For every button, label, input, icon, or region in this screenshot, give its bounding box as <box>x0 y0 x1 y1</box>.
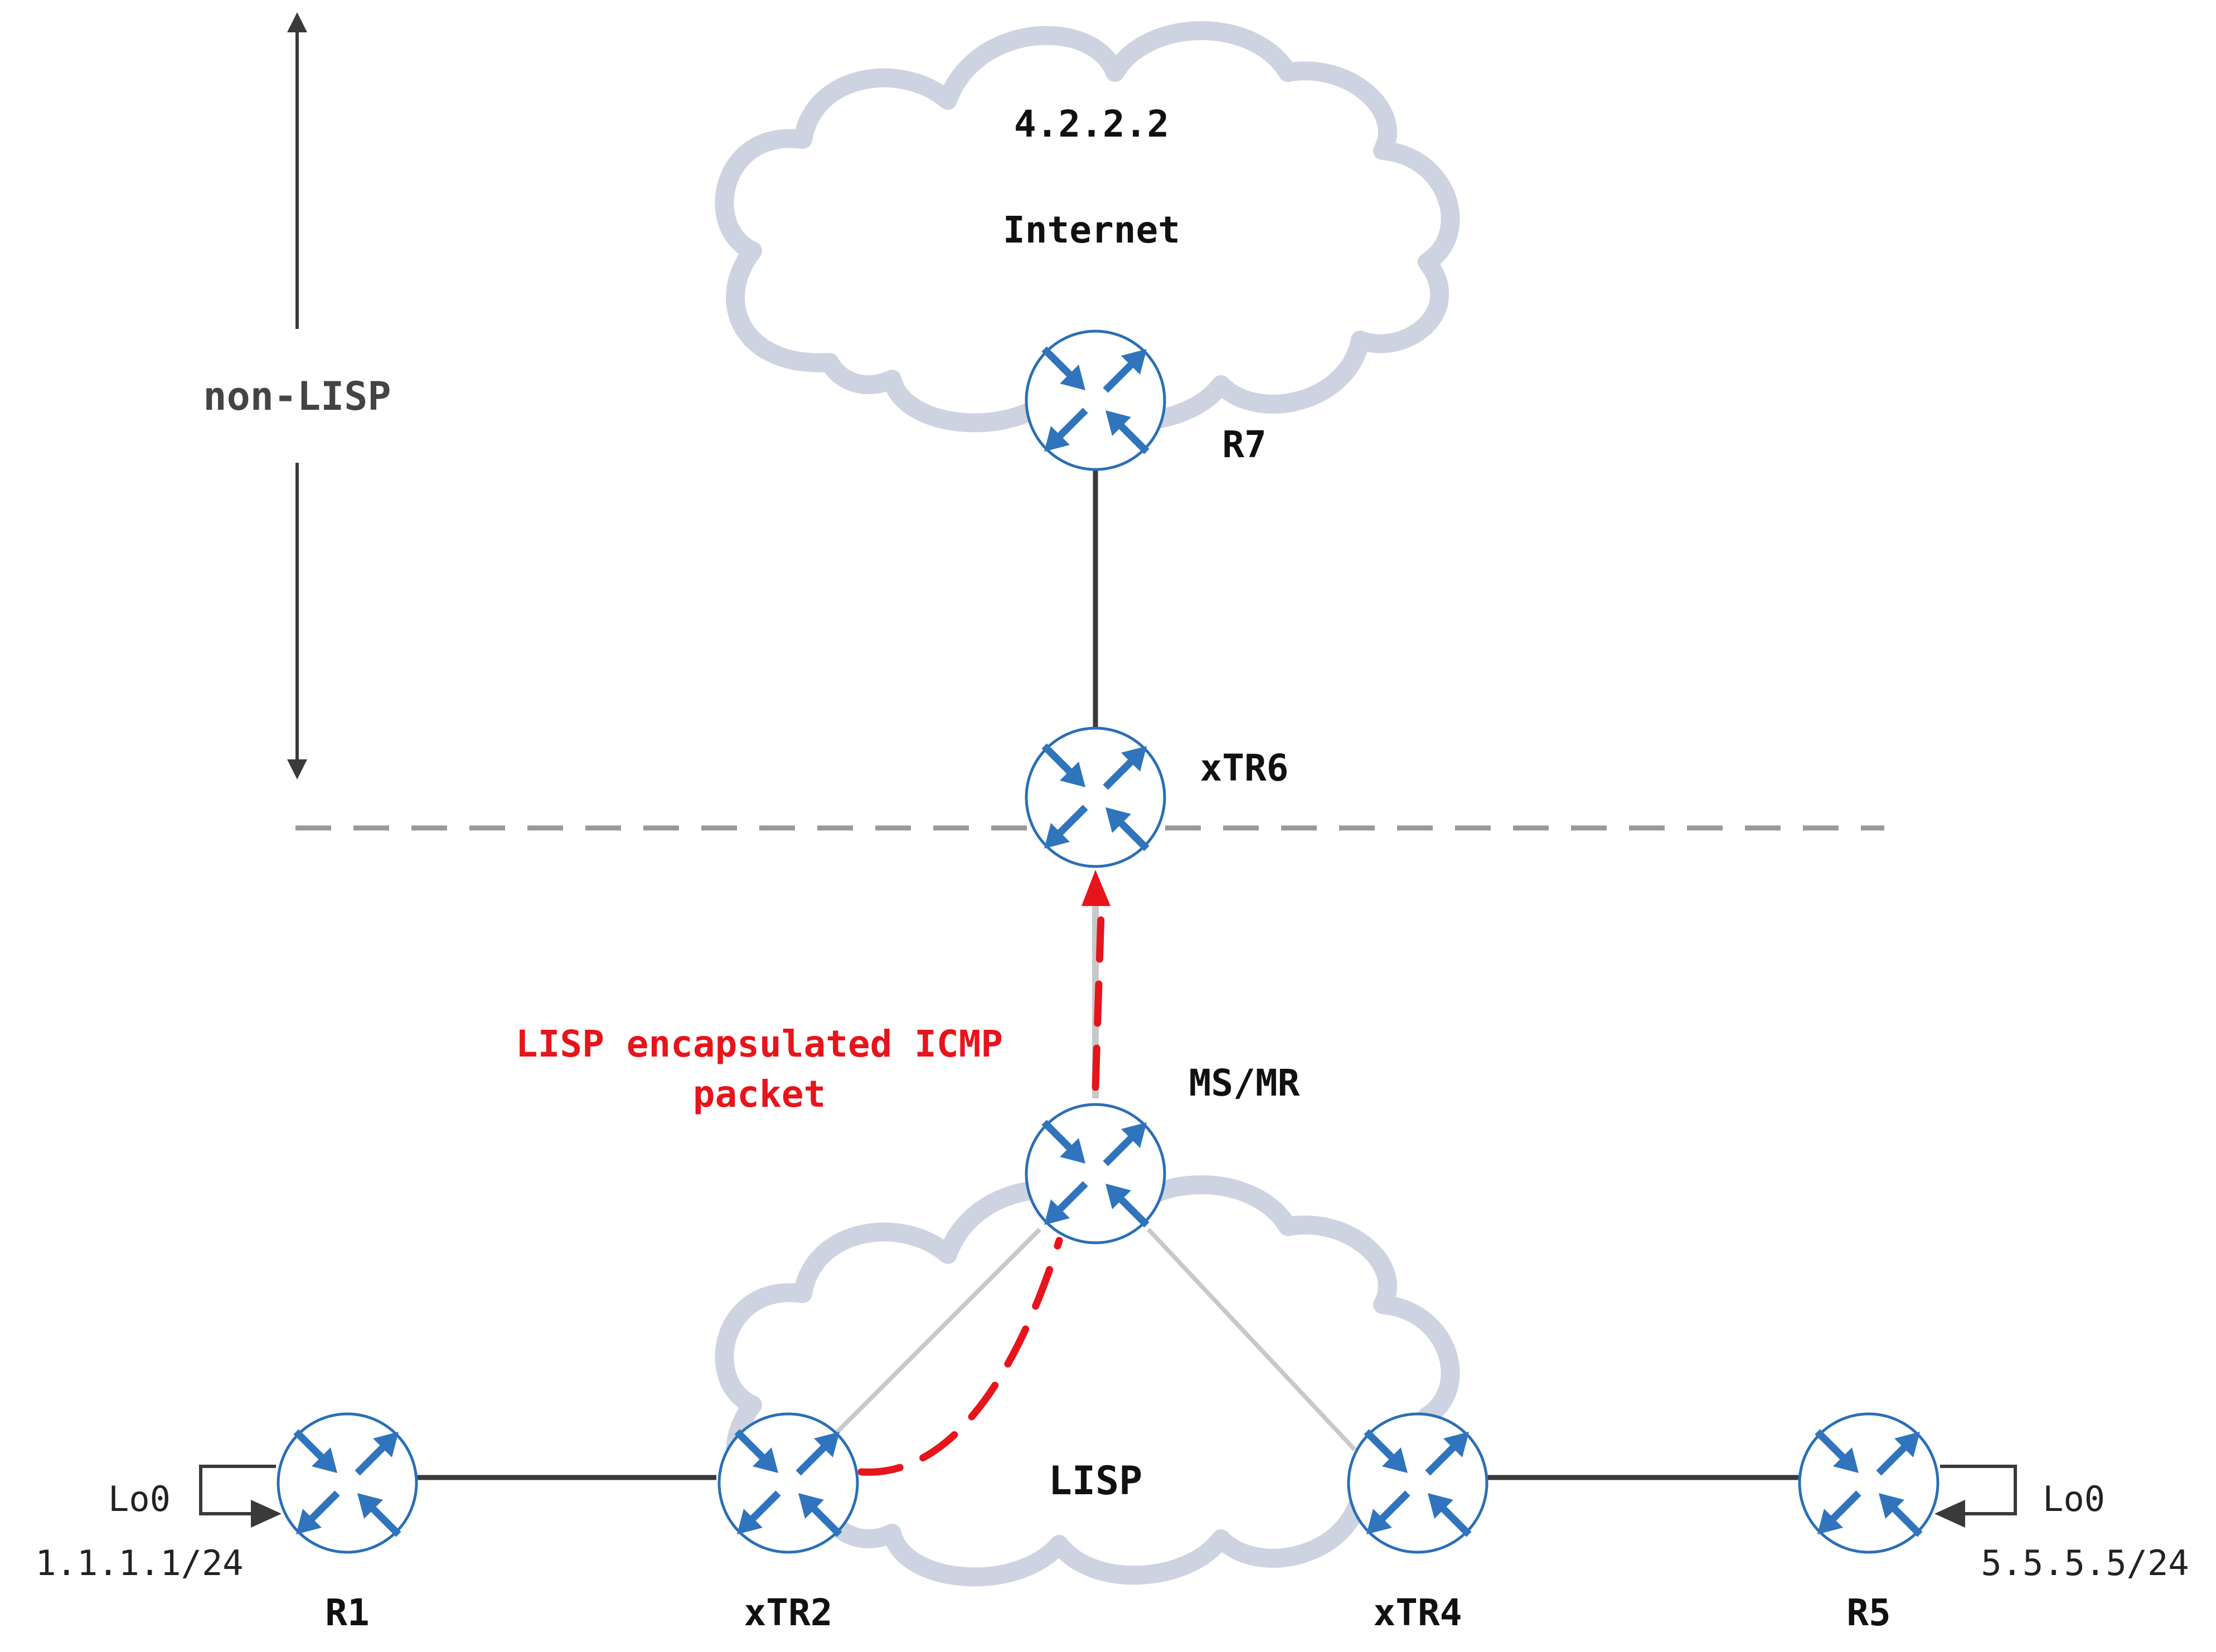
router-r1-label: R1 <box>325 1591 369 1634</box>
router-r5-label: R5 <box>1846 1591 1890 1634</box>
loopback-arrowhead-icon <box>1934 1500 1965 1528</box>
internet-ip-label: 4.2.2.2 <box>1014 103 1169 146</box>
r1-loopback: Lo0 1.1.1.1/24 <box>35 1465 282 1583</box>
router-r1[interactable] <box>277 1412 418 1554</box>
loopback-arrow-icon <box>1940 1465 2017 1515</box>
loopback-arrowhead-icon <box>251 1500 282 1528</box>
r1-loopback-name: Lo0 <box>108 1479 171 1519</box>
lisp-cloud: LISP <box>715 1175 1460 1587</box>
router-xtr4-label: xTR4 <box>1374 1591 1462 1634</box>
router-xtr6-label: xTR6 <box>1200 747 1289 789</box>
router-xtr2-label: xTR2 <box>744 1591 833 1634</box>
router-xtr4[interactable] <box>1347 1412 1488 1554</box>
packet-annotation-line1: LISP encapsulated ICMP <box>516 1023 1003 1065</box>
router-msmr-label: MS/MR <box>1189 1062 1300 1104</box>
router-r7-label: R7 <box>1222 423 1266 466</box>
router-xtr2[interactable] <box>717 1412 859 1554</box>
router-msmr[interactable] <box>1025 1103 1166 1244</box>
non-lisp-label: non-LISP <box>203 374 391 419</box>
internet-cloud-label: Internet <box>1003 209 1180 251</box>
link-msmr-xtr4 <box>1147 1228 1356 1451</box>
r5-loopback-name: Lo0 <box>2043 1479 2105 1519</box>
packet-path-lower <box>857 1237 1063 1476</box>
r1-loopback-address: 1.1.1.1/24 <box>35 1543 243 1583</box>
router-r5[interactable] <box>1798 1412 1939 1554</box>
non-lisp-zone-indicator: non-LISP <box>203 12 391 779</box>
packet-arrowhead-icon <box>1082 870 1111 906</box>
link-msmr-xtr2 <box>835 1228 1041 1435</box>
packet-path <box>857 870 1111 1476</box>
router-xtr6[interactable] <box>1025 726 1166 868</box>
lisp-cloud-label: LISP <box>1049 1458 1143 1504</box>
packet-annotation-line2: packet <box>693 1073 826 1116</box>
loopback-arrow-icon <box>199 1465 276 1515</box>
packet-path-upper <box>1092 910 1105 1091</box>
r5-loopback-address: 5.5.5.5/24 <box>1981 1543 2189 1583</box>
router-r7[interactable] <box>1025 330 1166 471</box>
r5-loopback: Lo0 5.5.5.5/24 <box>1934 1465 2189 1583</box>
